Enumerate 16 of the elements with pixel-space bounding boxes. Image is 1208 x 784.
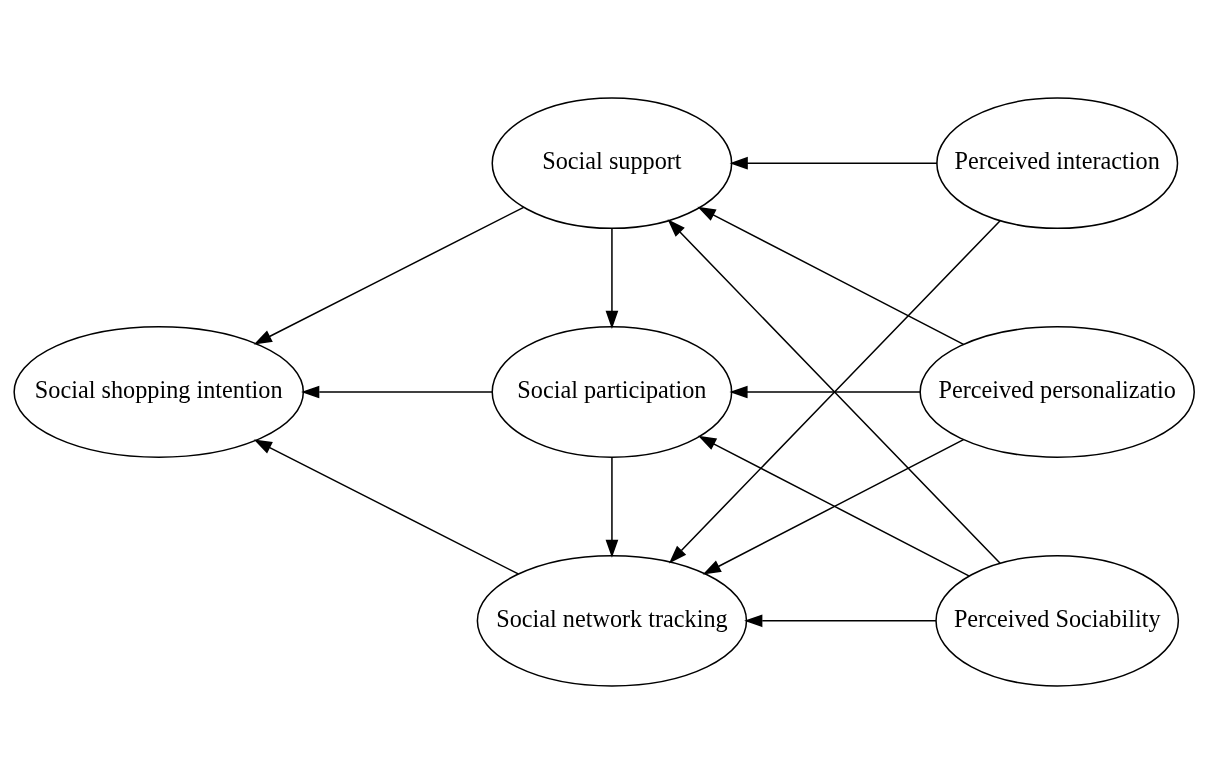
- node-ellipse: Perceived Sociability: [935, 554, 1180, 687]
- node-ellipse: Perceived interaction: [936, 97, 1179, 230]
- arrow: [253, 439, 519, 575]
- node-ellipse: Social network tracking: [476, 554, 748, 687]
- arrow: [253, 206, 525, 345]
- arrow: [729, 156, 938, 170]
- arrow: [697, 206, 965, 346]
- node-ellipse: Perceived personalizatio: [919, 326, 1195, 458]
- node-ellipse: Social support: [491, 97, 733, 230]
- node-ellipse: Social participation: [491, 326, 733, 458]
- arrow: [605, 227, 619, 330]
- arrow: [301, 385, 493, 399]
- arrow: [605, 456, 619, 558]
- arrow: [744, 614, 937, 628]
- node-ellipse: Social shopping intention: [13, 326, 305, 458]
- arrow: [729, 385, 921, 399]
